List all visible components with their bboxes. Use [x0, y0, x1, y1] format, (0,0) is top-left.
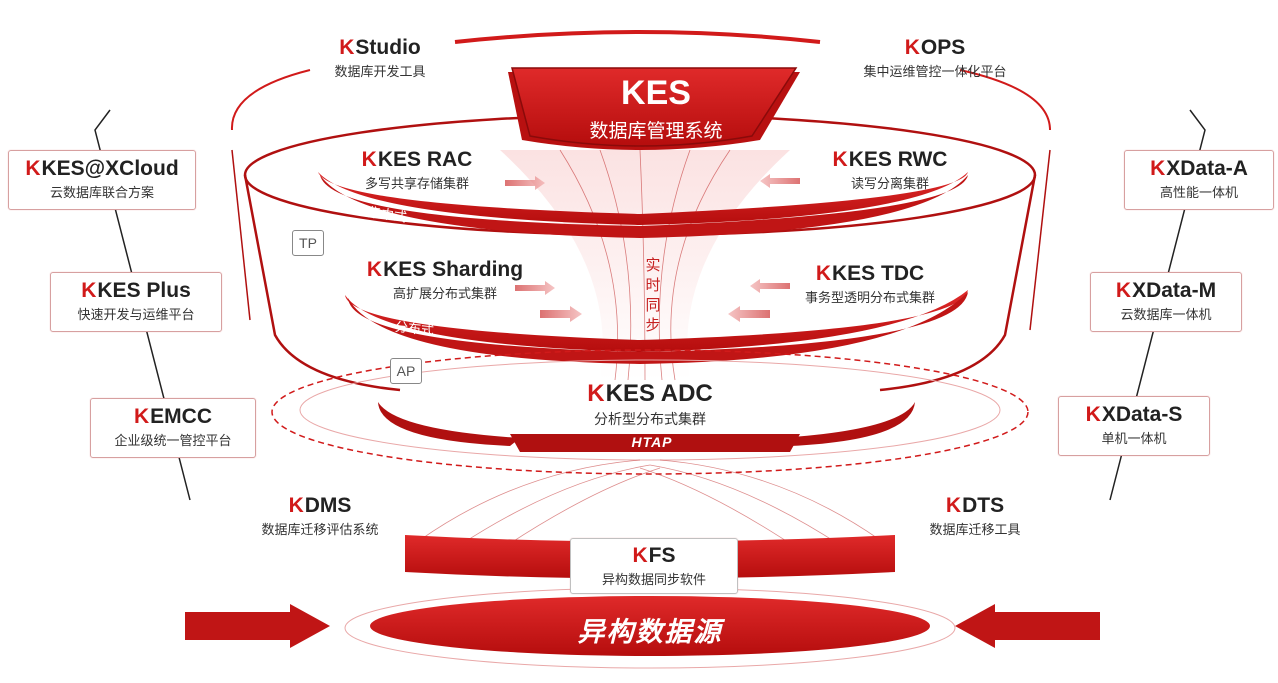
htap-band: [510, 434, 800, 452]
k-logo-icon: K: [1085, 403, 1101, 426]
studio-subtitle: 数据库开发工具: [334, 64, 426, 79]
xdata-m-box: KXData-M 云数据库一体机: [1090, 272, 1242, 332]
htap-band-label: HTAP: [631, 434, 673, 450]
kesplus-subtitle: 快速开发与运维平台: [77, 307, 195, 322]
xdata-s-title: XData-S: [1101, 403, 1183, 426]
emcc-subtitle: 企业级统一管控平台: [114, 433, 232, 448]
k-logo-icon: K: [632, 544, 648, 567]
k-logo-icon: K: [945, 494, 962, 517]
k-logo-icon: K: [587, 380, 605, 407]
outer-orbit-left: [94, 109, 191, 501]
outer-orbit-left-top: [230, 69, 311, 131]
xdata-m-subtitle: 云数据库一体机: [1120, 307, 1212, 322]
tdc-title: KES TDC: [831, 262, 925, 285]
xdata-s-box: KXData-S 单机一体机: [1058, 396, 1210, 456]
adc-ring-outer: [271, 349, 1029, 475]
data-source-label: 异构数据源: [577, 617, 723, 647]
dts-title: DTS: [962, 494, 1005, 517]
sharding-title: KES Sharding: [383, 258, 524, 281]
rac-label: KKES RAC 多写共享存储集群: [352, 148, 482, 192]
k-logo-icon: K: [1150, 157, 1166, 180]
xcloud-box: KKES@XCloud 云数据库联合方案: [8, 150, 196, 210]
k-logo-icon: K: [815, 262, 831, 285]
tdc-label: KKES TDC 事务型透明分布式集群: [780, 262, 960, 306]
xcloud-title: KES@XCloud: [41, 157, 179, 180]
k-logo-icon: K: [339, 36, 355, 59]
outer-orbit-left-mid: [231, 149, 251, 321]
outer-orbit-right: [1109, 109, 1206, 501]
distributed-disc: [345, 290, 968, 352]
source-disc: [370, 596, 930, 656]
kes-center-title: KES: [621, 74, 691, 112]
k-logo-icon: K: [133, 405, 150, 428]
fs-title: FS: [648, 544, 676, 567]
tdc-subtitle: 事务型透明分布式集群: [804, 290, 935, 305]
ap-tag: AP: [390, 358, 422, 384]
k-logo-icon: K: [832, 148, 848, 171]
sharding-subtitle: 高扩展分布式集群: [392, 286, 497, 301]
funnel-body: [500, 150, 790, 380]
dms-label: KDMS 数据库迁移评估系统: [250, 494, 390, 538]
dms-title: DMS: [304, 494, 352, 517]
realtime-sync-label: 实时同步: [645, 257, 661, 334]
xdata-m-title: XData-M: [1132, 279, 1217, 302]
xdata-a-subtitle: 高性能一体机: [1159, 185, 1238, 200]
kes-center-label: KES 数据库管理系统: [556, 74, 756, 143]
dts-subtitle: 数据库迁移工具: [929, 522, 1021, 537]
rwc-title: KES RWC: [848, 148, 948, 171]
studio-title: Studio: [355, 36, 421, 59]
rac-title: KES RAC: [377, 148, 473, 171]
main-ring-right: [879, 174, 1037, 392]
studio-label: KStudio 数据库开发工具: [320, 36, 440, 80]
k-logo-icon: K: [25, 157, 41, 180]
k-logo-icon: K: [366, 258, 383, 281]
dms-subtitle: 数据库迁移评估系统: [261, 522, 379, 537]
k-logo-icon: K: [361, 148, 377, 171]
rwc-subtitle: 读写分离集群: [850, 176, 929, 191]
xcloud-subtitle: 云数据库联合方案: [49, 185, 154, 200]
adc-label: KKES ADC 分析型分布式集群: [570, 380, 730, 428]
fs-box: KFS 异构数据同步软件: [570, 538, 738, 594]
main-ring-left: [243, 174, 401, 392]
adc-ring-mid: [299, 359, 1001, 461]
rac-subtitle: 多写共享存储集群: [364, 176, 469, 191]
ops-subtitle: 集中运维管控一体化平台: [863, 64, 1007, 79]
k-logo-icon: K: [904, 36, 920, 59]
outer-orbit-right-top: [959, 69, 1051, 131]
ops-label: KOPS 集中运维管控一体化平台: [850, 36, 1020, 80]
flow-arrows-right: [728, 174, 800, 322]
distributed-band-label: 分布式: [394, 318, 435, 338]
adc-band-left: [378, 402, 520, 446]
adc-title: KES ADC: [605, 380, 713, 407]
outer-orbit-top: [454, 30, 821, 44]
sync-lines: [419, 459, 881, 551]
xdata-a-title: XData-A: [1166, 157, 1248, 180]
kesplus-title: KES Plus: [97, 279, 191, 302]
source-arrow-left: [185, 604, 330, 648]
k-logo-icon: K: [288, 494, 304, 517]
kesplus-box: KKES Plus 快速开发与运维平台: [50, 272, 222, 332]
source-arrow-right: [955, 604, 1100, 648]
k-logo-icon: K: [81, 279, 97, 302]
emcc-title: EMCC: [150, 405, 212, 428]
flow-arrows: [505, 176, 582, 322]
centralized-disc: [318, 172, 968, 225]
k-logo-icon: K: [1115, 279, 1132, 302]
outer-orbit-right-mid: [1029, 149, 1051, 331]
fs-subtitle: 异构数据同步软件: [601, 572, 706, 587]
ops-title: OPS: [920, 36, 966, 59]
xdata-s-subtitle: 单机一体机: [1101, 431, 1167, 446]
emcc-box: KEMCC 企业级统一管控平台: [90, 398, 256, 458]
adc-subtitle: 分析型分布式集群: [594, 411, 706, 427]
rwc-label: KKES RWC 读写分离集群: [825, 148, 955, 192]
xdata-a-box: KXData-A 高性能一体机: [1124, 150, 1274, 210]
kes-center-subtitle: 数据库管理系统: [589, 121, 723, 142]
tp-tag: TP: [292, 230, 324, 256]
adc-band-right: [780, 402, 915, 446]
dts-label: KDTS 数据库迁移工具: [910, 494, 1040, 538]
sharding-label: KKES Sharding 高扩展分布式集群: [345, 258, 545, 302]
